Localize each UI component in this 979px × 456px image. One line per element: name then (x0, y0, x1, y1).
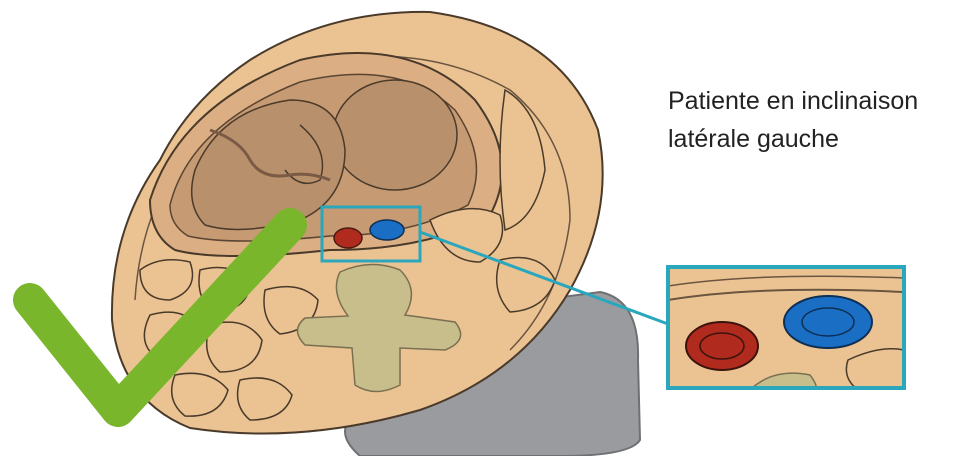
vena-cava (370, 220, 404, 240)
caption-line-2: latérale gauche (668, 120, 973, 158)
zoom-panel (668, 267, 904, 395)
caption-line-1: Patiente en inclinaison (668, 82, 973, 120)
position-caption: Patiente en inclinaison latérale gauche (668, 82, 973, 158)
aorta (334, 228, 362, 248)
aorta-zoom (686, 322, 758, 370)
fetus-head (333, 80, 457, 190)
vena-cava-zoom (784, 296, 872, 348)
